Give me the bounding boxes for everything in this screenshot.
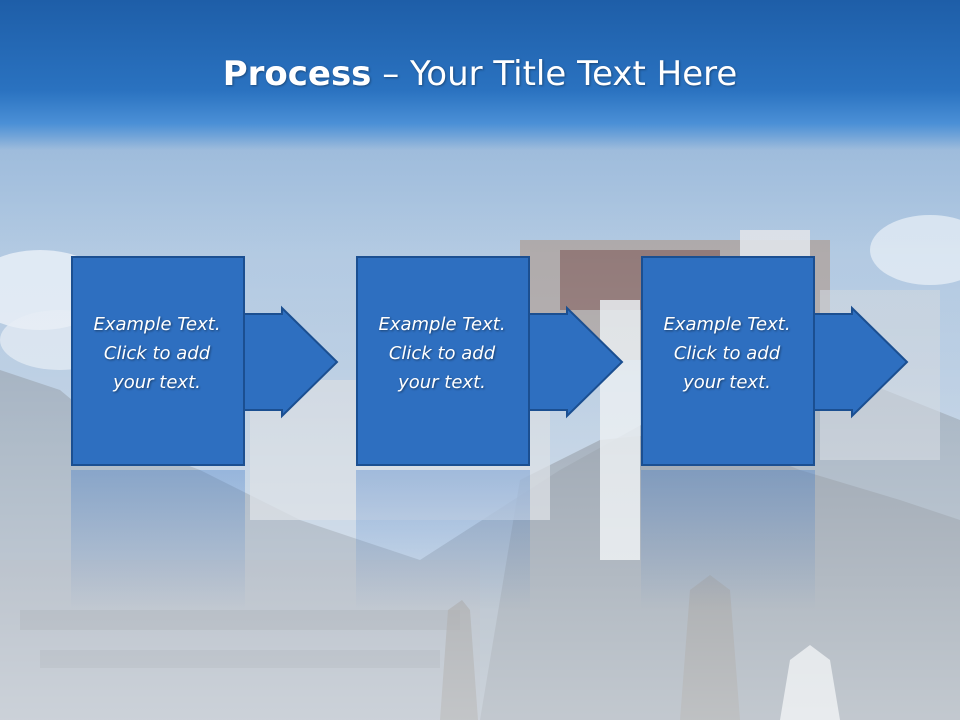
step-1-text[interactable]: Example Text. Click to add your text. bbox=[93, 314, 221, 393]
step-1-reflection bbox=[71, 470, 245, 610]
title-rest: – Your Title Text Here bbox=[371, 54, 738, 94]
step-3-reflection bbox=[641, 470, 815, 610]
step-2-reflection bbox=[356, 470, 530, 610]
step-2-text[interactable]: Example Text. Click to add your text. bbox=[378, 314, 506, 393]
process-step-3[interactable]: Example Text. Click to add your text. bbox=[641, 256, 911, 468]
slide-title[interactable]: Process – Your Title Text Here bbox=[0, 52, 960, 96]
title-bar bbox=[0, 0, 960, 150]
title-bold: Process bbox=[222, 54, 372, 94]
step-3-arrow-shape bbox=[641, 256, 909, 466]
step-3-text[interactable]: Example Text. Click to add your text. bbox=[663, 314, 791, 393]
step-1-arrow-shape bbox=[71, 256, 339, 466]
step-2-arrow-shape bbox=[356, 256, 624, 466]
process-step-1[interactable]: Example Text. Click to add your text. bbox=[71, 256, 341, 468]
process-step-2[interactable]: Example Text. Click to add your text. bbox=[356, 256, 626, 468]
